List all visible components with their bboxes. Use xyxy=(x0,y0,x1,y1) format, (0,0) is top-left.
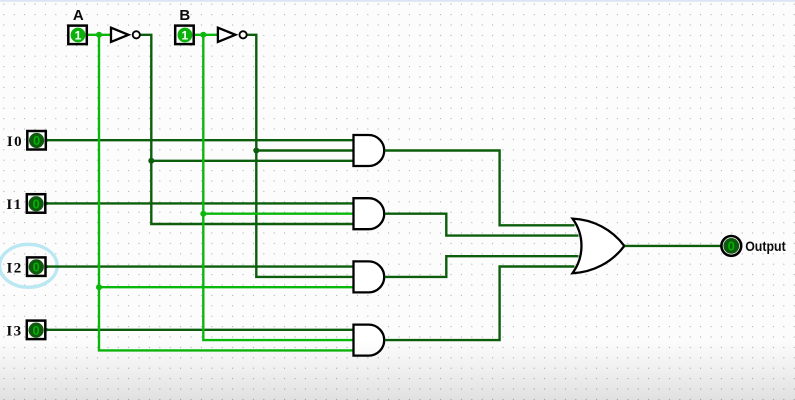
svg-text:0: 0 xyxy=(728,239,735,254)
svg-text:A: A xyxy=(73,7,84,24)
svg-text:1: 1 xyxy=(75,28,82,42)
svg-text:I2: I2 xyxy=(7,260,23,276)
svg-text:1: 1 xyxy=(182,28,189,42)
svg-text:Output: Output xyxy=(745,238,786,254)
svg-text:I0: I0 xyxy=(7,134,23,150)
svg-text:I3: I3 xyxy=(6,324,22,340)
svg-text:0: 0 xyxy=(33,260,40,275)
svg-text:0: 0 xyxy=(33,133,40,148)
svg-text:B: B xyxy=(179,7,190,24)
svg-text:0: 0 xyxy=(32,323,39,338)
svg-text:I1: I1 xyxy=(6,197,22,213)
svg-text:0: 0 xyxy=(32,196,39,211)
